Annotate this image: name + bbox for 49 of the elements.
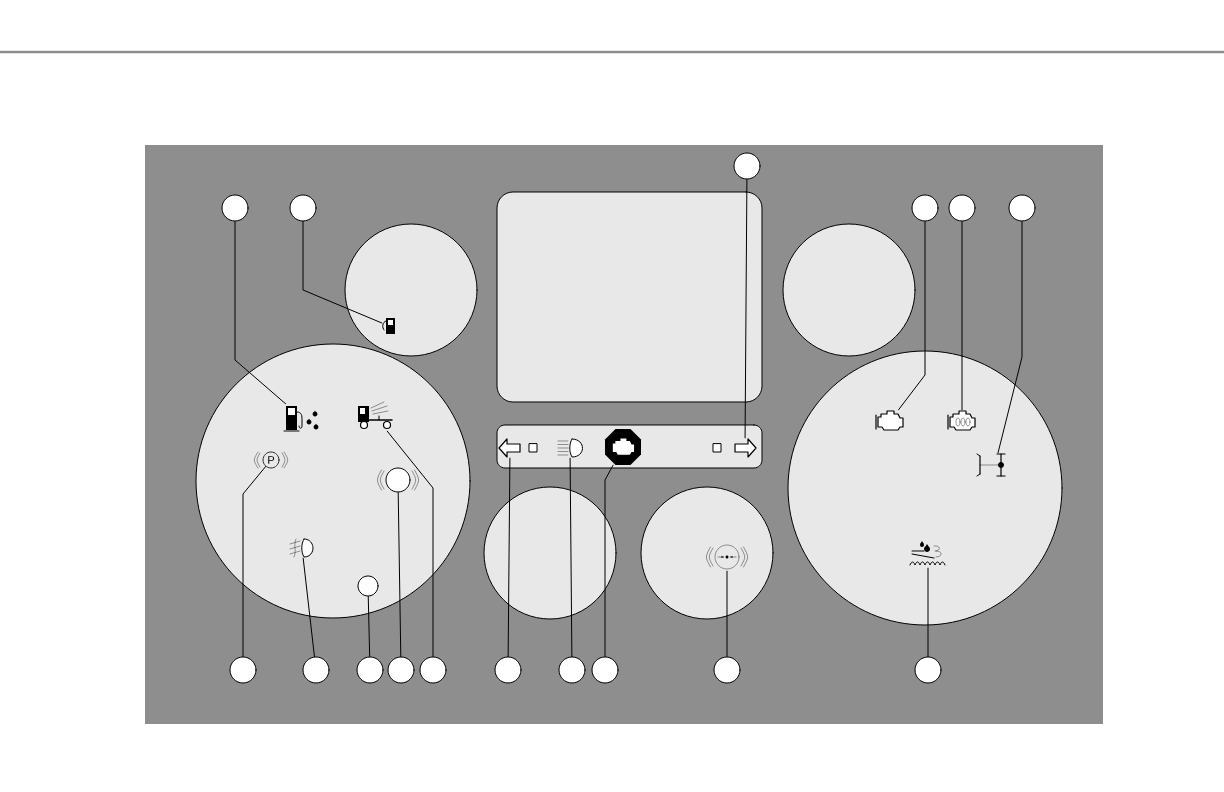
engine-octagon-icon bbox=[605, 429, 641, 465]
callout-circle bbox=[713, 656, 741, 684]
leader-line bbox=[302, 221, 383, 324]
leader-line bbox=[927, 567, 929, 657]
leader-line bbox=[507, 457, 511, 657]
leader-line bbox=[604, 464, 614, 657]
left-arrow-icon bbox=[498, 438, 521, 458]
callout-circle bbox=[387, 656, 415, 684]
callout-circle bbox=[494, 656, 522, 684]
leader-line bbox=[242, 466, 267, 657]
leader-line bbox=[386, 430, 434, 657]
brake-warning-light bbox=[377, 467, 419, 493]
callout-circle bbox=[558, 656, 586, 684]
callout-circle bbox=[948, 194, 976, 222]
callout-circle bbox=[302, 656, 330, 684]
engine-icon bbox=[875, 410, 904, 431]
fuel-pump-icon bbox=[382, 318, 395, 334]
axle-icon bbox=[976, 453, 1006, 477]
leader-line bbox=[234, 221, 287, 405]
truck-icon bbox=[358, 401, 393, 430]
brake-pressure-icon bbox=[706, 544, 748, 570]
leader-line bbox=[397, 492, 402, 657]
leader-line bbox=[302, 557, 315, 658]
callout-circle bbox=[1008, 194, 1036, 222]
callout-circle bbox=[911, 194, 939, 222]
callout-circle bbox=[356, 656, 384, 684]
coolant-icon bbox=[909, 541, 946, 566]
fuel-water-icon bbox=[283, 406, 319, 432]
headlight-icon bbox=[557, 438, 583, 458]
callout-circle bbox=[229, 656, 257, 684]
gauge-dial bbox=[483, 486, 617, 620]
callout-circle bbox=[289, 194, 317, 222]
leader-line bbox=[997, 221, 1023, 454]
display-screen bbox=[496, 191, 763, 403]
callout-circle bbox=[419, 656, 447, 684]
right-arrow-icon bbox=[734, 438, 757, 458]
callout-circle bbox=[221, 194, 249, 222]
callout-circle bbox=[914, 656, 942, 684]
leader-line bbox=[726, 570, 728, 657]
fog-light-icon bbox=[289, 538, 314, 558]
leader-line bbox=[961, 221, 963, 411]
leader-line bbox=[569, 457, 573, 657]
callout-circle bbox=[591, 656, 619, 684]
leader-line bbox=[367, 596, 371, 657]
engine-coil-icon bbox=[947, 410, 976, 431]
callout-circle bbox=[733, 152, 761, 180]
warning-lamp bbox=[357, 575, 379, 597]
gauge-dial bbox=[782, 223, 916, 357]
leader-line bbox=[898, 221, 926, 411]
